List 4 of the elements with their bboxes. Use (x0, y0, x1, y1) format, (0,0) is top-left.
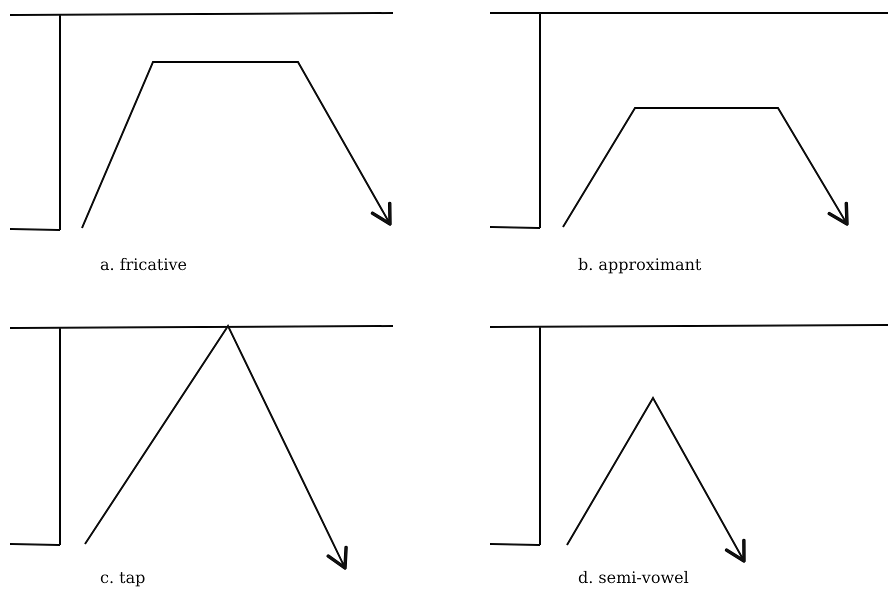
panel-caption: a. fricative (100, 255, 187, 274)
panel-caption: b. approximant (578, 255, 702, 274)
panel-caption: c. tap (100, 568, 146, 587)
panel-caption: d. semi-vowel (578, 568, 689, 587)
